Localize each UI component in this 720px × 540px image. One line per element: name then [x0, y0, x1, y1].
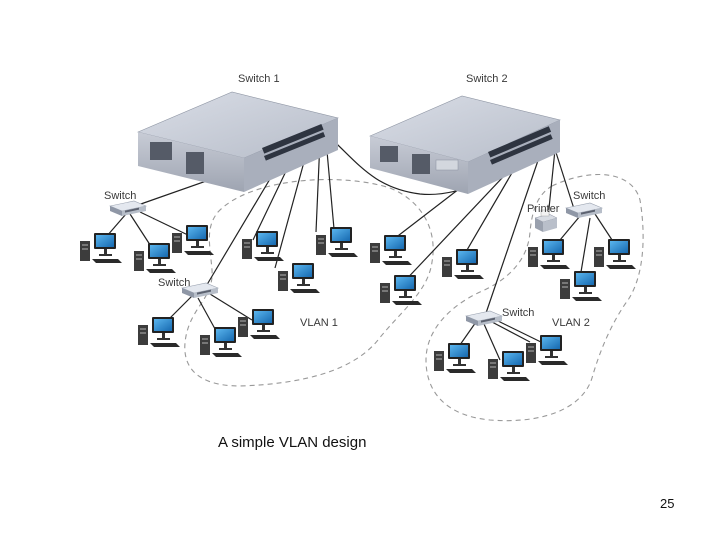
figure-caption: A simple VLAN design: [218, 434, 367, 451]
vlan1-label: VLAN 1: [300, 317, 338, 329]
workstation: [238, 309, 280, 339]
workstation: [80, 233, 122, 263]
workstation: [442, 249, 484, 279]
workstation: [278, 263, 320, 293]
workstation: [380, 275, 422, 305]
switch-a-label: Switch: [104, 190, 136, 202]
workstation: [434, 343, 476, 373]
vlan2-label: VLAN 2: [552, 317, 590, 329]
workstation: [138, 317, 180, 347]
switch-b-label: Switch: [158, 277, 190, 289]
workstation: [316, 227, 358, 257]
workstation: [526, 335, 568, 365]
printer-label: Printer: [527, 203, 560, 215]
core-switch-2: [369, 95, 561, 194]
workstation: [134, 243, 176, 273]
workstation: [594, 239, 636, 269]
printer-icon: [534, 209, 558, 232]
core-switch-1: [137, 91, 339, 192]
workstation: [370, 235, 412, 265]
switch2-label: Switch 2: [466, 73, 508, 85]
workstation: [200, 327, 242, 357]
workstation: [528, 239, 570, 269]
switch1-label: Switch 1: [238, 73, 280, 85]
switch-d-label: Switch: [502, 307, 534, 319]
vlan2-boundary: [425, 174, 644, 422]
access-switch-a: [109, 200, 147, 217]
page-number: 25: [660, 496, 675, 511]
workstation: [560, 271, 602, 301]
switch-c-label: Switch: [573, 190, 605, 202]
workstation: [488, 351, 530, 381]
vlan1-boundary: [184, 178, 434, 387]
workstation: [172, 225, 214, 255]
